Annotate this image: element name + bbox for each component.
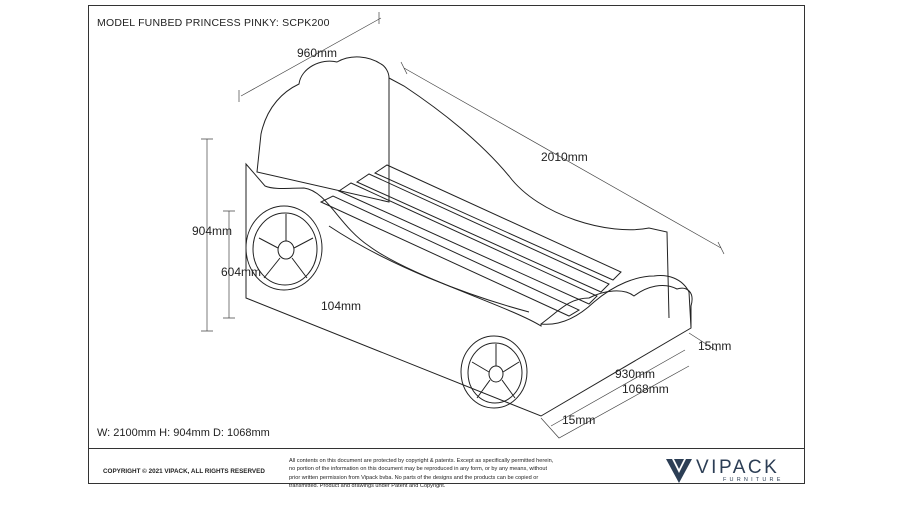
- legal-line: prior written permission from Vipack bvb…: [289, 474, 539, 481]
- support-rail: [328, 225, 530, 313]
- vipack-logo: VIPACK FURNITURE: [665, 457, 797, 484]
- dim-length: 2010mm: [541, 150, 588, 164]
- dim-panel-thickness-bottom: 15mm: [562, 413, 596, 427]
- dim-panel-thickness-right: 15mm: [698, 339, 732, 353]
- legal-line: All contents on this document are protec…: [289, 458, 554, 464]
- dim-height-side: 604mm: [221, 265, 262, 279]
- front-wheel: [460, 335, 528, 409]
- bed-slats: [319, 164, 622, 317]
- footer: COPYRIGHT © 2021 VIPACK, ALL RIGHTS RESE…: [89, 448, 804, 489]
- dim-width-top: 960mm: [297, 46, 338, 60]
- legal-notice: All contents on this document are protec…: [289, 457, 607, 490]
- copyright-notice: COPYRIGHT © 2021 VIPACK, ALL RIGHTS RESE…: [103, 468, 265, 475]
- model-title: MODEL FUNBED PRINCESS PINKY: SCPK200: [97, 17, 330, 29]
- dim-wheel-offset: 104mm: [321, 299, 362, 313]
- dim-inner-width: 930mm: [615, 367, 656, 381]
- rear-wheel: [245, 205, 323, 291]
- dimension-lines: [201, 12, 725, 439]
- far-side-panel: [388, 77, 670, 319]
- rear-headboard: [256, 56, 390, 203]
- dim-height-total: 904mm: [192, 224, 233, 238]
- bed-drawing: [201, 12, 725, 439]
- near-side-panel: [245, 162, 692, 417]
- legal-line: no portion of the information on this do…: [289, 466, 548, 473]
- vipack-logo-icon: [666, 459, 692, 483]
- brand-name: VIPACK: [696, 457, 780, 478]
- dim-outer-width: 1068mm: [622, 382, 669, 396]
- footboard: [540, 285, 693, 328]
- brand-subtitle: FURNITURE: [723, 477, 784, 483]
- legal-line: transmitted. Product and drawings under …: [289, 482, 446, 489]
- drawing-sheet: MODEL FUNBED PRINCESS PINKY: SCPK200: [88, 5, 805, 489]
- overall-size: W: 2100mm H: 904mm D: 1068mm: [97, 427, 270, 439]
